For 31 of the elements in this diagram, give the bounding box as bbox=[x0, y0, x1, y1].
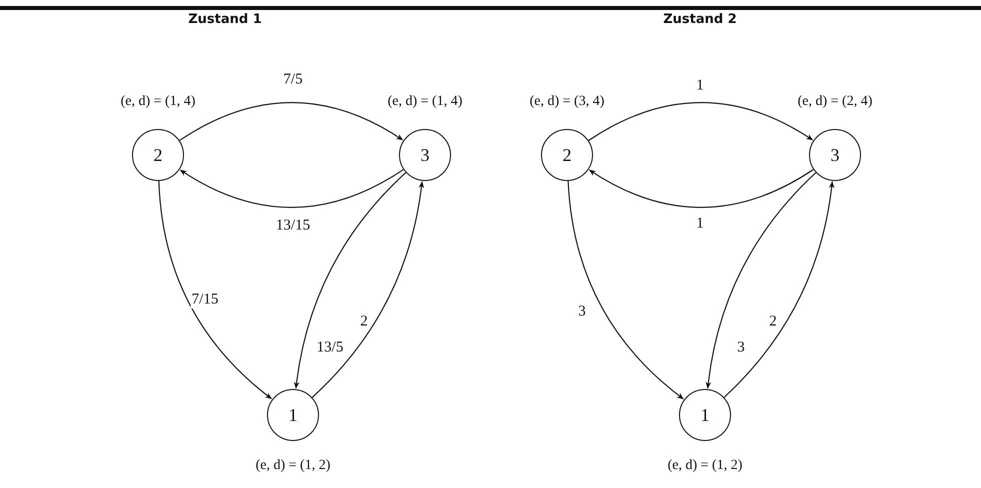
state-annotation: (e, d) = (1, 4) bbox=[388, 94, 462, 110]
arrow bbox=[706, 172, 816, 389]
state-circle bbox=[267, 389, 319, 441]
state-circle bbox=[679, 389, 731, 441]
arrow bbox=[588, 102, 814, 141]
state-circle bbox=[541, 129, 593, 181]
arrow bbox=[179, 102, 404, 141]
panel-heading: Zustand 1 bbox=[188, 12, 262, 27]
state-number: 2 bbox=[154, 144, 162, 166]
arrow bbox=[568, 180, 684, 400]
state-number: 2 bbox=[562, 144, 572, 166]
state-number: 3 bbox=[830, 144, 840, 166]
panel-heading: Zustand 2 bbox=[663, 12, 737, 27]
state-circle bbox=[132, 129, 184, 181]
state-number: 1 bbox=[288, 404, 298, 426]
edge-label: 7/15 bbox=[190, 292, 220, 308]
state-annotation: (e, d) = (1, 2) bbox=[256, 458, 330, 474]
state-annotation: (e, d) = (2, 4) bbox=[798, 94, 872, 110]
arrow bbox=[588, 169, 814, 208]
arrow bbox=[180, 169, 404, 208]
state-annotation: (e, d) = (1, 4) bbox=[120, 94, 196, 110]
state-annotation: (e, d) = (1, 2) bbox=[668, 458, 742, 474]
state-annotation: (e, d) = (3, 4) bbox=[530, 94, 604, 110]
arrow bbox=[724, 181, 834, 398]
state-circle bbox=[399, 129, 451, 181]
arrow bbox=[158, 180, 272, 400]
arrow bbox=[312, 181, 424, 398]
arrow bbox=[294, 172, 406, 389]
state-number: 3 bbox=[420, 144, 430, 166]
state-circle bbox=[809, 129, 861, 181]
state-number: 1 bbox=[700, 404, 710, 426]
